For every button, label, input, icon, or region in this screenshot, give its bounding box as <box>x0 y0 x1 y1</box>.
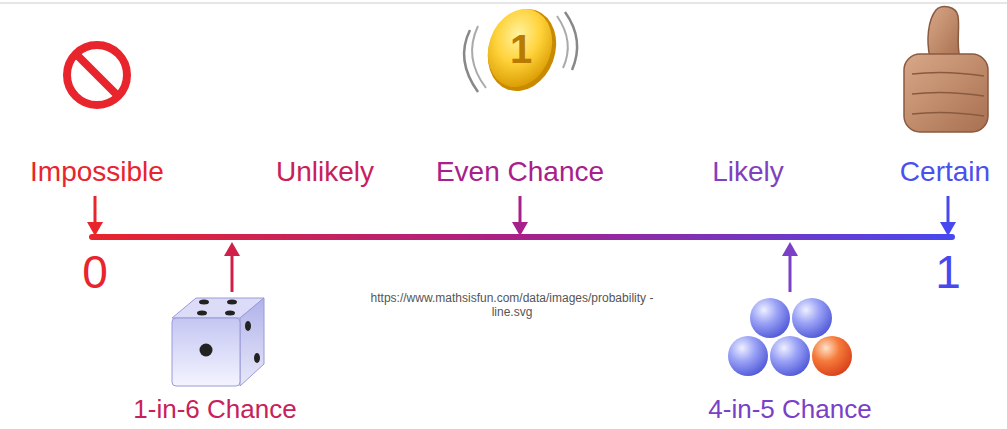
sign-bar <box>76 54 118 96</box>
scale-term: Certain <box>900 156 990 188</box>
motion-line <box>464 30 478 92</box>
source-url: https://www.mathsisfun.com/data/images/p… <box>362 292 662 320</box>
scale-term: Unlikely <box>276 156 374 188</box>
die-pip <box>227 300 237 305</box>
coin-value: 1 <box>510 26 532 72</box>
die-picture <box>172 298 264 386</box>
die-pip <box>254 353 260 363</box>
arrow-head <box>782 242 798 256</box>
sign-ring <box>67 45 127 105</box>
probability-line <box>92 234 952 240</box>
blue-ball <box>770 336 810 376</box>
balls-picture <box>728 298 852 376</box>
pointer-arrows <box>87 196 956 292</box>
die-side <box>240 298 264 386</box>
blue-ball <box>792 298 832 338</box>
die-pip <box>197 311 207 316</box>
coin-picture <box>464 0 577 101</box>
arrow-shaft <box>94 196 97 226</box>
scale-value: 0 <box>82 246 108 299</box>
example-caption: 4-in-5 Chance <box>708 395 871 425</box>
blue-ball <box>728 336 768 376</box>
motion-line <box>557 16 568 68</box>
finger-creases <box>912 72 984 116</box>
arrow-head <box>224 242 240 256</box>
scale-term: Even Chance <box>436 156 604 188</box>
arrow-shaft <box>231 252 234 292</box>
fist <box>904 54 988 132</box>
scale-term: Impossible <box>30 156 164 188</box>
die-pip <box>225 311 235 316</box>
arrow-shaft <box>789 252 792 292</box>
arrow-head <box>87 222 103 236</box>
arrow-head <box>940 222 956 236</box>
top-rule <box>0 3 1007 4</box>
blue-ball <box>750 298 790 338</box>
motion-line <box>472 26 486 88</box>
thumb <box>928 7 960 58</box>
die-pip <box>245 321 251 331</box>
die-pip <box>200 344 213 357</box>
die-front <box>172 318 240 386</box>
arrow-head <box>512 222 528 236</box>
scale-value: 1 <box>935 246 961 299</box>
impossible-sign <box>67 45 127 105</box>
coin-edge <box>477 0 568 101</box>
scale-term: Likely <box>712 156 784 188</box>
arrow-shaft <box>947 196 950 226</box>
red-ball <box>812 336 852 376</box>
arrow-shaft <box>519 196 522 226</box>
thumbs-up-picture <box>904 7 988 132</box>
example-caption: 1-in-6 Chance <box>133 395 296 425</box>
coin-face <box>477 0 563 96</box>
die-pip <box>199 300 209 305</box>
